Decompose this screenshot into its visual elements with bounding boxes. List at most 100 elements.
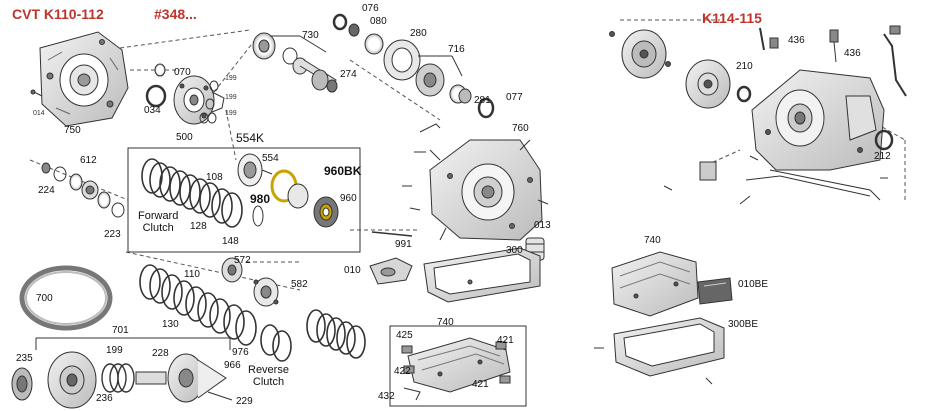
callout-236: 236 [96, 393, 113, 404]
callout-199-c: 199 [225, 110, 237, 117]
callout-554k: 554K [236, 131, 265, 145]
callout-108: 108 [206, 172, 223, 183]
callout-148: 148 [222, 236, 239, 247]
forward-clutch-note-line1: Forward [138, 210, 179, 222]
callout-436-b: 436 [844, 48, 861, 59]
callout-199-d: 199 [106, 345, 123, 356]
strainer-010 [369, 257, 413, 285]
seal-080 [348, 23, 360, 37]
callout-554: 554 [262, 153, 279, 164]
callout-281: 281 [474, 95, 491, 106]
callout-010: 010 [344, 265, 361, 276]
callout-421-a: 421 [497, 335, 514, 346]
callout-716: 716 [448, 44, 465, 55]
callout-223: 223 [104, 229, 121, 240]
dipstick-tube-991 [371, 231, 413, 237]
bearing-stack-612 [41, 162, 125, 218]
callout-300: 300 [506, 245, 523, 256]
callout-976: 976 [232, 347, 249, 358]
callout-701: 701 [112, 325, 129, 336]
model-title-right: K114-115 [702, 10, 762, 26]
callout-080: 080 [370, 16, 387, 27]
callout-076: 076 [362, 3, 379, 14]
callout-740: 740 [437, 317, 454, 328]
callout-034: 034 [144, 105, 161, 116]
callout-700: 700 [36, 293, 53, 304]
seal-070 [154, 63, 166, 77]
callout-212: 212 [874, 151, 891, 162]
callout-013: 013 [534, 220, 551, 231]
callout-612: 612 [80, 155, 97, 166]
callout-274: 274 [340, 69, 357, 80]
callout-960bk: 960BK [324, 164, 362, 178]
seal-076 [332, 13, 348, 31]
callout-014: 014 [33, 110, 45, 117]
planetary-572 [221, 257, 243, 283]
clutch-drum-960 [313, 196, 339, 228]
callout-210: 210 [736, 61, 753, 72]
callout-229: 229 [236, 396, 253, 407]
callout-199-a: 199 [225, 75, 237, 82]
forward-clutch-plates-108 [141, 158, 243, 228]
callout-980: 980 [250, 192, 271, 206]
callout-500: 500 [176, 132, 193, 143]
transmission-case-760 [402, 123, 549, 241]
snap-ring-148 [252, 205, 264, 227]
drive-belt-700 [19, 265, 113, 331]
reverse-clutch-plates-right [306, 309, 366, 359]
bearing-280 [364, 33, 384, 55]
callout-436-a: 436 [788, 35, 805, 46]
callout-750: 750 [64, 125, 81, 136]
oil-pan-300 [423, 247, 541, 303]
differential-716 [383, 39, 467, 104]
callout-966: 966 [224, 360, 241, 371]
pulley-shaft-228 [135, 353, 227, 403]
forward-clutch-note-line2: Clutch [142, 222, 174, 234]
carrier-582 [253, 277, 279, 307]
converter-housing-750 [30, 31, 129, 127]
seal-210 [736, 85, 752, 103]
valve-body-right-740 [611, 251, 699, 317]
reverse-clutch-note-line2: Clutch [252, 376, 285, 388]
callout-224: 224 [38, 185, 55, 196]
transaxle-case [745, 69, 885, 201]
seal-kit-980 [270, 169, 309, 209]
callout-422: 422 [394, 366, 411, 377]
seal-281 [458, 88, 472, 104]
seal-212 [874, 129, 894, 151]
valve-body-740 [407, 337, 511, 393]
callout-070: 070 [174, 67, 191, 78]
callout-199-b: 199 [225, 94, 237, 101]
pulley-shaft-730 [252, 32, 338, 93]
callout-228: 228 [152, 348, 169, 359]
callout-760: 760 [512, 123, 529, 134]
callout-110: 110 [184, 269, 200, 280]
callout-128: 128 [190, 221, 207, 232]
piston-554 [237, 153, 273, 187]
part-number-code: #348... [154, 6, 197, 22]
callout-991: 991 [395, 239, 412, 250]
callout-421-b: 421 [472, 379, 489, 390]
leader-229 [207, 391, 233, 401]
callout-300be: 300BE [728, 319, 759, 330]
callout-425: 425 [396, 330, 413, 341]
callout-960: 960 [340, 193, 357, 204]
sensors-436 [759, 25, 907, 97]
seal-rings-199-upper [199, 80, 219, 124]
reverse-clutch-note: Reverse Clutch [248, 364, 289, 388]
callout-010be: 010BE [738, 279, 769, 290]
valve-body-frame [389, 325, 527, 407]
callout-235: 235 [16, 353, 33, 364]
callout-077: 077 [506, 92, 523, 103]
torque-converter [685, 59, 731, 109]
flexplate [609, 29, 671, 79]
oil-pan-300be [594, 317, 725, 385]
filter-010be [697, 277, 733, 305]
callout-280: 280 [410, 28, 427, 39]
callout-730: 730 [302, 30, 319, 41]
solenoids-421 [401, 341, 511, 401]
callout-130: 130 [162, 319, 179, 330]
pulley-236 [11, 351, 97, 409]
